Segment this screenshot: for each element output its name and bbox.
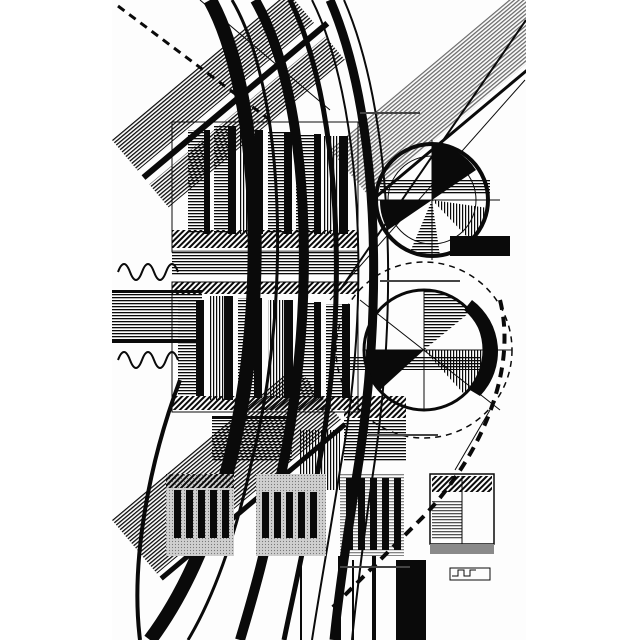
lower-wheel <box>335 261 513 439</box>
bottom-vertical-strokes <box>300 556 426 640</box>
middle-coil-row <box>171 281 359 413</box>
annotation-marks <box>340 112 491 581</box>
upper-coil-row <box>171 121 359 276</box>
bottom-block-row <box>166 473 495 556</box>
upper-wheel <box>374 140 510 260</box>
